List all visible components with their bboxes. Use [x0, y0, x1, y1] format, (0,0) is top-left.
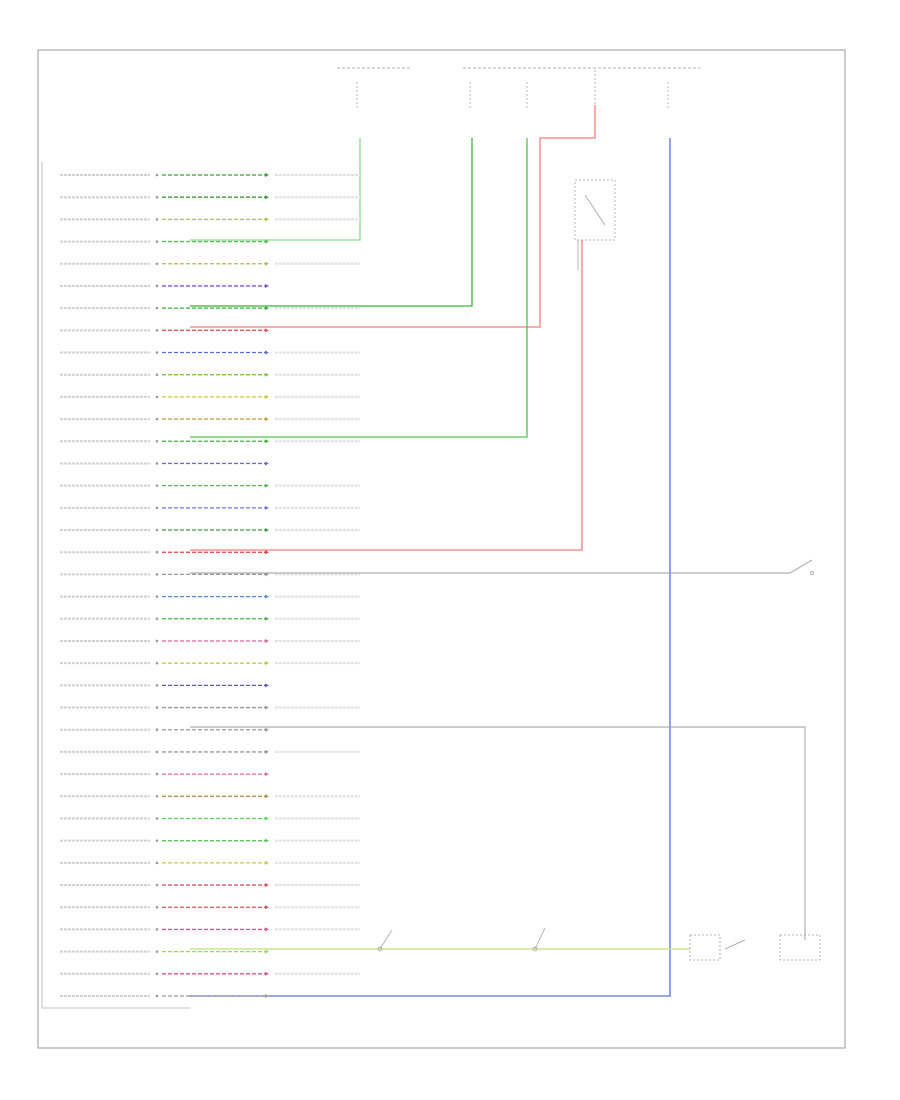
pin-1 [155, 173, 159, 177]
wire-arrow-26 [265, 727, 269, 732]
wire-arrow-4 [265, 239, 269, 244]
pin-25 [155, 706, 159, 709]
pin-28 [155, 772, 159, 776]
pin-7 [155, 306, 159, 310]
top-components [337, 67, 700, 110]
pin-3 [155, 218, 159, 221]
pin-32 [155, 861, 159, 865]
wire-arrow-25 [265, 705, 269, 710]
pin-26 [155, 728, 159, 732]
wire-arrow-17 [265, 528, 269, 533]
control-unit-outline [41, 162, 190, 1009]
wire-arrow-38 [265, 994, 269, 998]
wire-red-1 [190, 105, 596, 328]
wire-arrow-8 [265, 328, 269, 333]
pin-8 [155, 329, 159, 332]
wire-arrow-19 [265, 572, 269, 577]
wire-arrow-1 [265, 173, 269, 177]
pin-2 [155, 195, 159, 199]
wire-arrow-32 [265, 860, 269, 865]
wire-arrow-20 [265, 594, 269, 599]
wire-green-1 [190, 138, 361, 241]
pin-11 [155, 395, 159, 399]
pin-6 [155, 284, 159, 288]
wire-arrow-24 [265, 683, 269, 688]
wire-arrow-29 [265, 794, 269, 799]
wire-green-2 [190, 138, 473, 307]
wire-green-3 [190, 138, 528, 438]
wire-arrow-18 [265, 550, 269, 555]
diagram-frame [37, 49, 846, 1049]
wire-arrow-11 [265, 394, 269, 399]
pin-23 [155, 661, 159, 665]
pin-16 [155, 506, 159, 510]
wire-arrow-35 [265, 927, 269, 932]
wire-arrow-13 [265, 439, 269, 444]
pin-24 [155, 684, 159, 687]
wire-arrow-2 [265, 195, 269, 200]
wire-arrow-10 [265, 372, 269, 377]
wire-arrow-9 [265, 350, 269, 355]
wire-arrow-36 [265, 949, 269, 954]
pin-5 [155, 262, 159, 266]
pin-10 [155, 373, 159, 377]
ignition-relay [574, 179, 616, 270]
wire-arrow-30 [265, 816, 269, 821]
pin-17 [155, 528, 159, 532]
right-switches [689, 559, 821, 961]
pin-36 [155, 950, 159, 953]
wire-arrow-27 [265, 749, 269, 754]
wire-arrow-3 [265, 217, 269, 222]
seatbelt-junctions [377, 927, 546, 952]
wire-arrow-16 [265, 505, 269, 510]
pin-21 [155, 617, 159, 621]
pin-35 [155, 928, 159, 931]
wire-arrow-23 [265, 661, 269, 666]
wire-arrow-31 [265, 838, 269, 843]
wire-arrow-5 [265, 261, 269, 266]
pin-13 [155, 439, 159, 443]
pin-30 [155, 817, 159, 820]
wire-arrow-34 [265, 905, 269, 910]
wire-arrow-12 [265, 417, 269, 422]
pin-4 [155, 240, 159, 243]
pin-9 [155, 351, 159, 354]
pin-38 [155, 994, 159, 998]
wire-arrow-14 [265, 461, 269, 466]
pin-33 [155, 883, 159, 887]
wire-gray-2 [190, 726, 806, 940]
wire-red-2 [190, 240, 583, 551]
pin-34 [155, 905, 159, 909]
connector-pins [60, 173, 360, 998]
pin-15 [155, 484, 159, 487]
pin-12 [155, 417, 159, 421]
pin-18 [155, 550, 159, 554]
wire-arrow-33 [265, 883, 269, 888]
pin-37 [155, 972, 159, 976]
wire-arrow-28 [265, 772, 269, 777]
wire-arrow-21 [265, 616, 269, 621]
pin-29 [155, 794, 159, 798]
pin-22 [155, 639, 159, 643]
wire-arrow-6 [265, 283, 269, 288]
wire-arrow-22 [265, 638, 269, 643]
pin-27 [155, 750, 159, 754]
pin-19 [155, 573, 159, 576]
wire-arrow-37 [265, 971, 269, 976]
wire-arrow-7 [265, 306, 269, 311]
pin-20 [155, 595, 159, 598]
wire-arrow-15 [265, 483, 269, 488]
wire-blue [190, 138, 671, 997]
pin-31 [155, 839, 159, 842]
pin-14 [155, 462, 159, 465]
